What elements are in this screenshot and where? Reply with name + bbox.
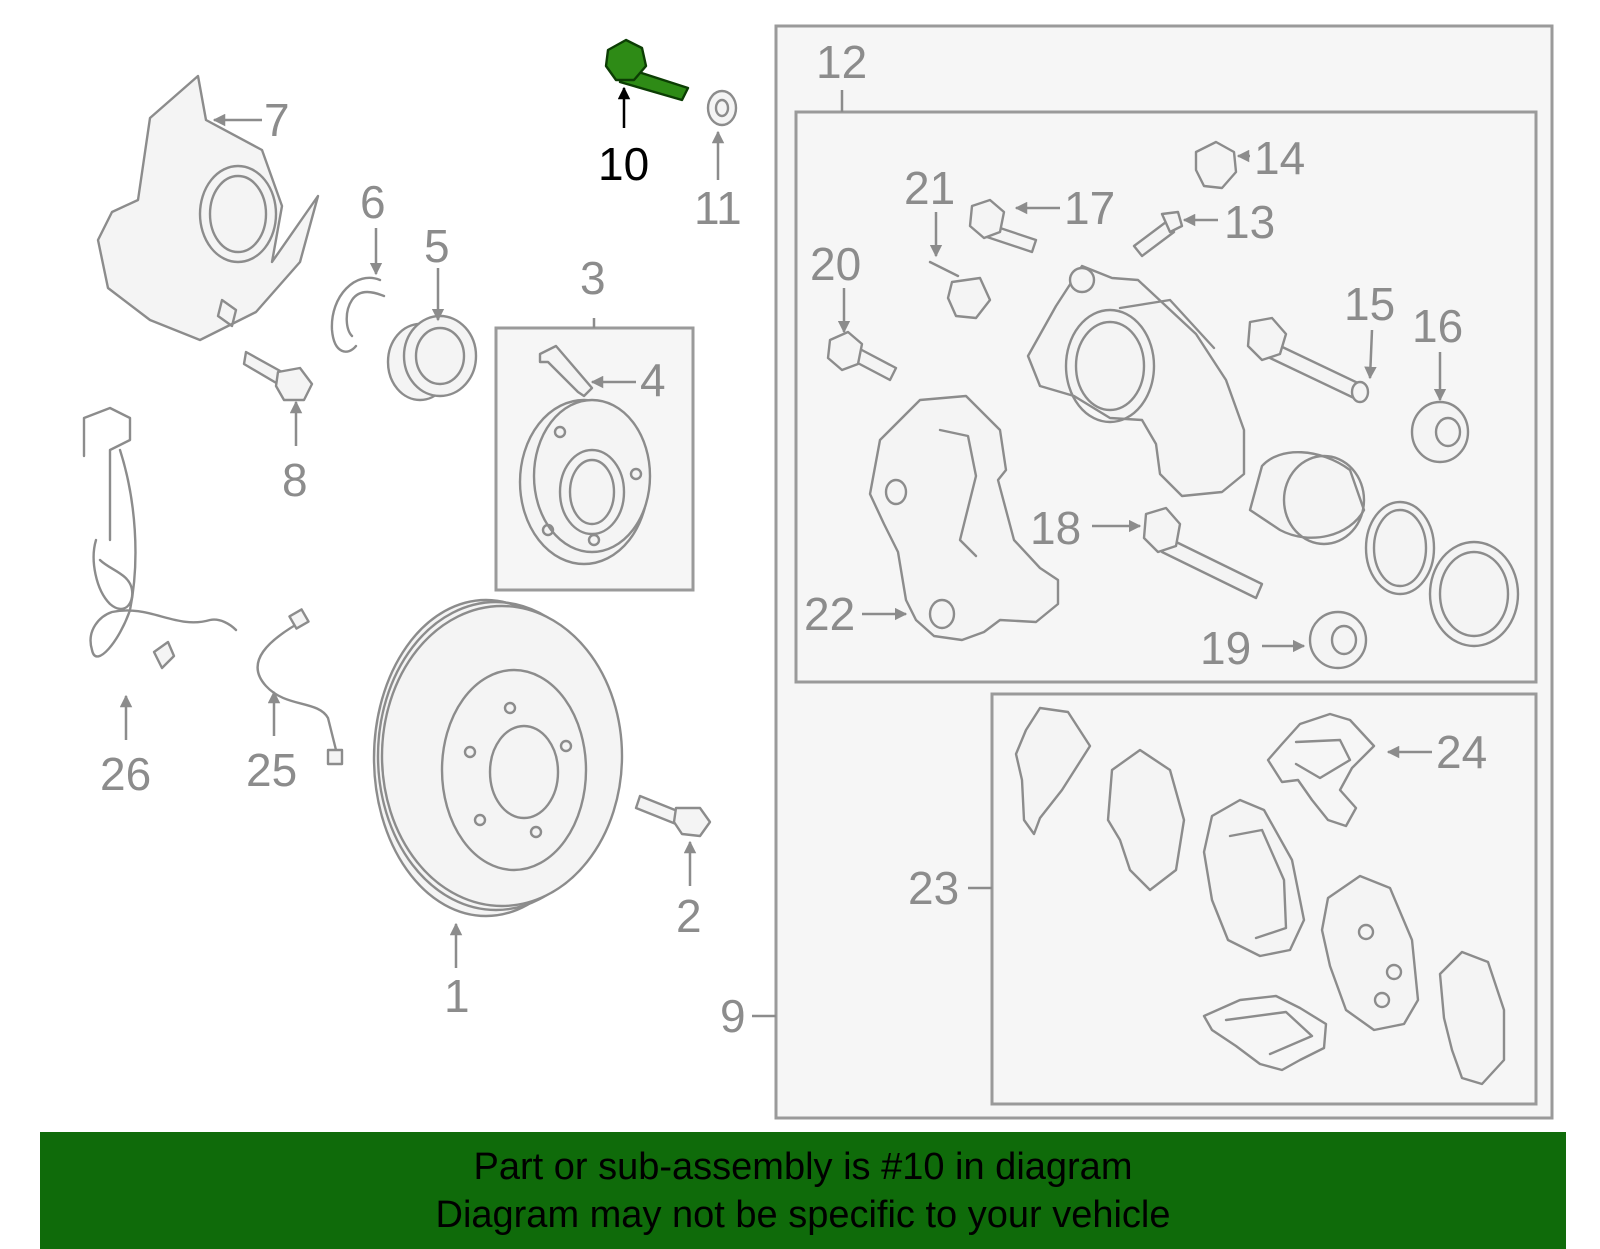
callout-24: 24: [1436, 726, 1487, 778]
callout-6: 6: [360, 176, 386, 228]
callout-5: 5: [424, 220, 450, 272]
banner-line-disclaimer: Diagram may not be specific to your vehi…: [435, 1193, 1171, 1236]
pad-clip-part-24[interactable]: [1266, 712, 1376, 828]
callout-8: 8: [282, 454, 308, 506]
brake-pad-outer[interactable]: [1320, 874, 1420, 1032]
bearing-part-5[interactable]: [386, 314, 478, 402]
callout-21: 21: [904, 162, 955, 214]
clip-part-14[interactable]: [1194, 140, 1238, 190]
callout-7: 7: [264, 94, 290, 146]
cap-part-21[interactable]: [928, 260, 992, 320]
washer-part-11[interactable]: [706, 89, 738, 127]
piston[interactable]: [1248, 450, 1366, 546]
caliper-bracket-part-22[interactable]: [868, 394, 1060, 642]
brake-pad-inner[interactable]: [1202, 798, 1306, 958]
info-banner: Part or sub-assembly is #10 in diagram D…: [40, 1132, 1566, 1249]
callout-14: 14: [1254, 132, 1305, 184]
callout-2: 2: [676, 890, 702, 942]
callout-17: 17: [1064, 182, 1115, 234]
pad-shim-c[interactable]: [1438, 950, 1506, 1086]
hub-part-3[interactable]: [518, 398, 652, 566]
abs-sensor-part-26[interactable]: [82, 406, 238, 670]
banner-line-part-number: Part or sub-assembly is #10 in diagram: [473, 1145, 1133, 1188]
bolt-part-17[interactable]: [968, 198, 1038, 254]
callout-20: 20: [810, 238, 861, 290]
callout-26: 26: [100, 748, 151, 800]
dust-seal[interactable]: [1428, 540, 1520, 648]
bolt-part-8[interactable]: [242, 350, 314, 402]
callout-18: 18: [1030, 502, 1081, 554]
callout-10: 10: [598, 138, 649, 190]
bolt-part-20[interactable]: [826, 330, 898, 382]
wheel-stud-part-4[interactable]: [538, 344, 594, 398]
callout-25: 25: [246, 744, 297, 796]
callout-16: 16: [1412, 300, 1463, 352]
bleeder-part-13[interactable]: [1132, 210, 1184, 258]
callout-11: 11: [694, 182, 742, 234]
boot-part-19[interactable]: [1308, 610, 1368, 670]
callout-22: 22: [804, 588, 855, 640]
dust-shield-part-7[interactable]: [96, 74, 320, 342]
guide-pin-part-18[interactable]: [1142, 506, 1264, 600]
leader-lines: [119, 86, 1447, 1018]
callout-4: 4: [640, 354, 666, 406]
callout-13: 13: [1224, 196, 1275, 248]
pad-clip-lower[interactable]: [1202, 994, 1328, 1072]
seal-ring[interactable]: [1364, 500, 1436, 596]
snap-ring-part-6[interactable]: [330, 276, 386, 353]
brake-hose-part-25[interactable]: [256, 608, 344, 766]
caliper-body[interactable]: [1026, 264, 1246, 498]
callout-23: 23: [908, 862, 959, 914]
pad-shim-b[interactable]: [1106, 748, 1186, 892]
callout-3: 3: [580, 252, 606, 304]
callout-numbers: 1 2 3 4 5 6 7 8 9 10 11 12 13 14 15 16 1…: [100, 36, 1487, 1042]
pad-shim-a[interactable]: [1014, 706, 1092, 836]
callout-19: 19: [1200, 622, 1251, 674]
callout-12: 12: [816, 36, 867, 88]
guide-pin-part-15[interactable]: [1246, 316, 1370, 404]
callout-15: 15: [1344, 278, 1395, 330]
callout-9: 9: [720, 990, 746, 1042]
bolt-part-10[interactable]: [604, 38, 690, 102]
callout-1: 1: [444, 970, 470, 1022]
brake-rotor-part-1[interactable]: [372, 598, 624, 918]
screw-part-2[interactable]: [634, 794, 712, 838]
boot-part-16[interactable]: [1410, 400, 1470, 464]
